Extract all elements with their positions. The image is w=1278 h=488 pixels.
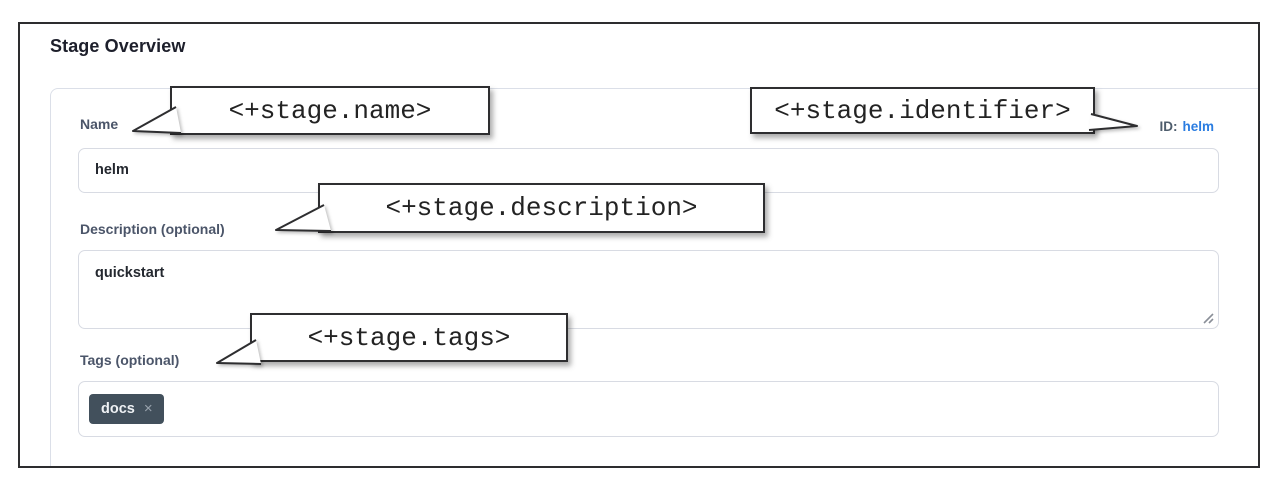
textarea-resize-handle-icon[interactable]	[1200, 310, 1214, 324]
name-label: Name	[80, 116, 119, 132]
tags-label: Tags (optional)	[80, 352, 180, 368]
tag-chip-text: docs	[101, 401, 135, 417]
callout-stage-description: <+stage.description>	[318, 183, 765, 233]
page-title: Stage Overview	[50, 36, 186, 56]
id-value: helm	[1182, 119, 1214, 134]
id-label: ID:	[1159, 119, 1178, 134]
tag-chip[interactable]: docs ×	[89, 394, 164, 424]
description-value: quickstart	[95, 265, 165, 281]
remove-tag-icon[interactable]: ×	[143, 400, 153, 417]
callout-stage-name: <+stage.name>	[170, 86, 490, 135]
stage-id-row: ID: helm	[1159, 119, 1214, 134]
callout-stage-tags: <+stage.tags>	[250, 313, 568, 362]
tags-input[interactable]: docs ×	[78, 381, 1219, 437]
description-label: Description (optional)	[80, 221, 225, 237]
callout-stage-identifier: <+stage.identifier>	[750, 87, 1095, 134]
